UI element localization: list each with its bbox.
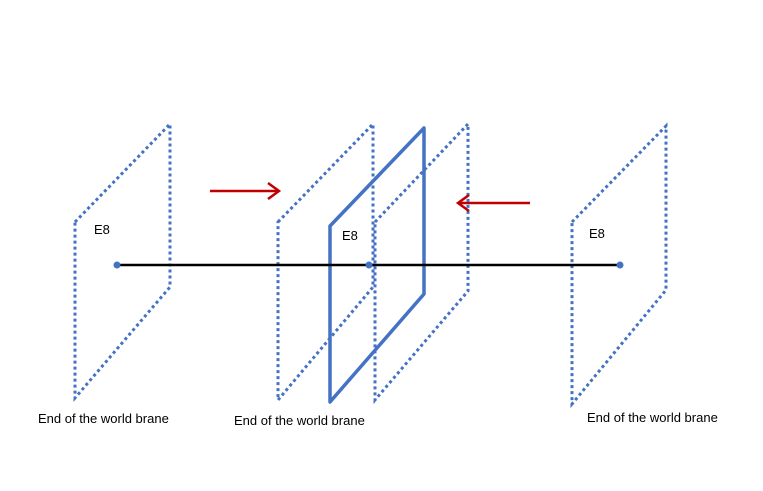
left-endpoint — [113, 261, 121, 269]
brane-label-right: End of the world brane — [587, 410, 718, 425]
right-endpoint — [616, 261, 624, 269]
e8-label-center: E8 — [342, 228, 358, 243]
left-arrow — [455, 193, 530, 213]
brane-label-center: End of the world brane — [234, 413, 365, 428]
brane-label-left: End of the world brane — [38, 411, 169, 426]
center-endpoint — [365, 261, 373, 269]
center-right-dotted-brane — [373, 120, 470, 405]
right-dotted-brane — [570, 122, 668, 409]
right-arrow — [210, 181, 282, 201]
center-solid-brane — [328, 126, 426, 404]
e8-label-left: E8 — [94, 222, 110, 237]
left-dotted-brane — [73, 120, 172, 403]
center-left-dotted-brane — [276, 120, 375, 405]
e8-label-right: E8 — [589, 226, 605, 241]
